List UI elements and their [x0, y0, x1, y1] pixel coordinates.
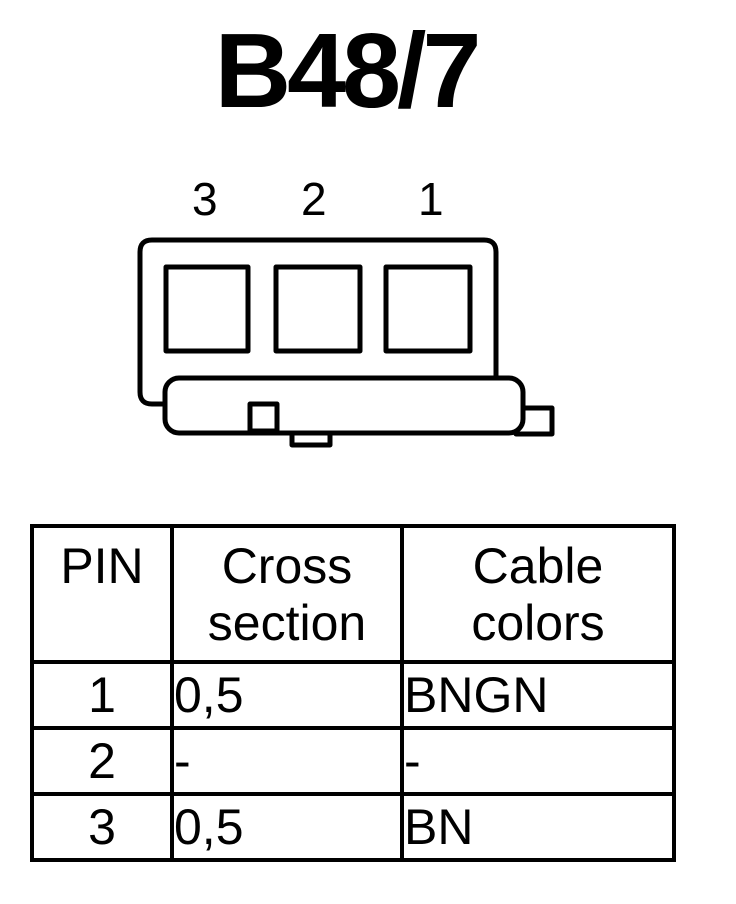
cross-section-value: -	[170, 726, 404, 796]
coding-key	[247, 401, 280, 434]
pin-label-1: 1	[418, 173, 444, 225]
cross-section-value: 0,5	[170, 660, 404, 730]
cable-color-value: BNGN	[400, 660, 676, 730]
pin-cavity-3	[163, 264, 251, 354]
pin-number: 1	[30, 660, 174, 730]
pin-cavity-2	[273, 264, 363, 354]
table-row: 2 - -	[30, 726, 676, 796]
pin-label-3: 3	[192, 173, 218, 225]
table-row: 1 0,5 BNGN	[30, 660, 676, 730]
locking-bar	[162, 375, 526, 436]
table-row: 3 0,5 BN	[30, 792, 676, 862]
pin-cavity-1	[383, 264, 473, 354]
cable-color-value: -	[400, 726, 676, 796]
cross-section-value: 0,5	[170, 792, 404, 862]
pin-number: 2	[30, 726, 174, 796]
cable-color-value: BN	[400, 792, 676, 862]
pin-number: 3	[30, 792, 174, 862]
connector-title: B48/7	[214, 12, 482, 130]
header-pin: PIN	[30, 524, 174, 664]
pin-label-2: 2	[301, 173, 327, 225]
